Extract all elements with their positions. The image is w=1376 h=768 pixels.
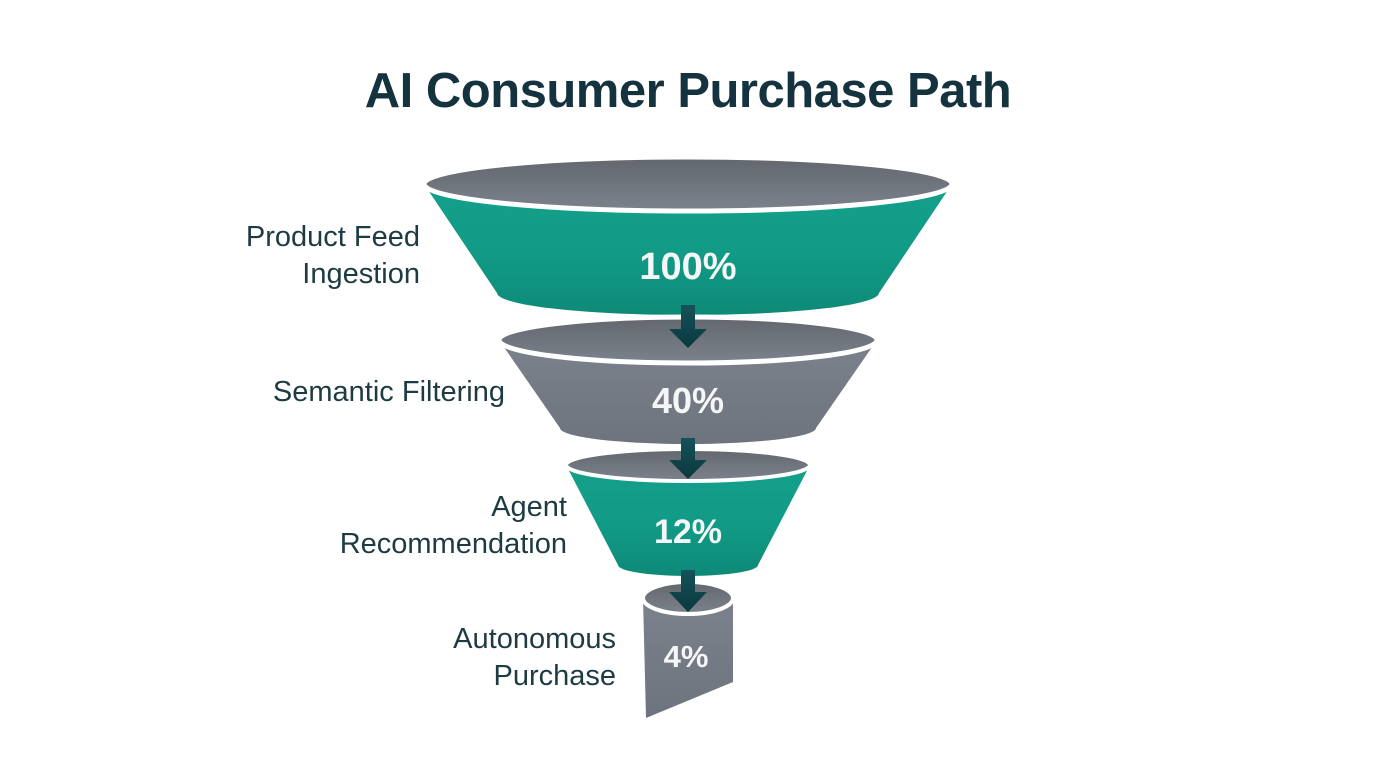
stage-3-value: 12% xyxy=(654,513,722,551)
stage-label-line: Product Feed xyxy=(245,221,420,253)
stage-label-line: Recommendation xyxy=(339,528,567,560)
funnel-stage-1-opening xyxy=(421,154,955,214)
stage-label-line: Autonomous xyxy=(453,623,616,655)
flow-arrow-3 xyxy=(669,570,707,612)
funnel-stage-1-body xyxy=(424,184,952,315)
stage-2-value: 40% xyxy=(652,380,724,421)
chart-title: AI Consumer Purchase Path xyxy=(364,64,1012,118)
funnel-stage-2-body xyxy=(499,340,877,444)
stage-label-autonomous-purchase: Autonomous Purchase xyxy=(316,621,616,695)
stage-4-value: 4% xyxy=(664,639,709,674)
stage-label-line: Agent xyxy=(491,491,567,523)
flow-arrow-1 xyxy=(669,305,707,348)
stage-label-line: Purchase xyxy=(493,660,616,692)
stage-label-agent-recommendation: Agent Recommendation xyxy=(227,489,567,563)
stage-label-line: Semantic Filtering xyxy=(272,376,505,408)
stage-label-product-feed-ingestion: Product Feed Ingestion xyxy=(100,219,420,293)
stage-1-value: 100% xyxy=(639,246,736,288)
funnel-stage-4-body xyxy=(643,598,733,718)
stage-label-semantic-filtering: Semantic Filtering xyxy=(165,374,505,411)
funnel-stage-3-body xyxy=(566,465,810,576)
flow-arrow-2 xyxy=(669,438,707,479)
stage-label-line: Ingestion xyxy=(302,258,420,290)
